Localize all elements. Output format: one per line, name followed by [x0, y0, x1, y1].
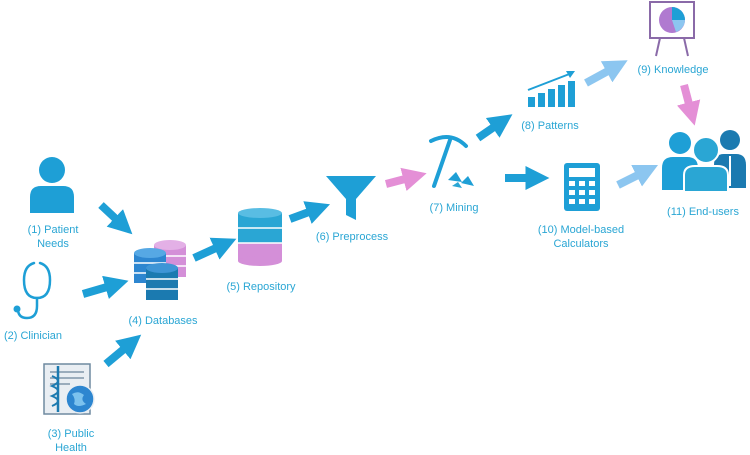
- arrow-patient-to-databases: [98, 202, 133, 235]
- label-patient-needs-line1: (1) Patient: [27, 224, 79, 236]
- patient-icon: [30, 157, 74, 213]
- label-preprocess: (6) Preprocess: [316, 230, 388, 244]
- label-calculators: (10) Model-based Calculators: [538, 223, 624, 251]
- label-calculators-line2: Calculators: [553, 238, 609, 250]
- arrow-clinician-to-databases: [81, 275, 129, 299]
- label-mining: (7) Mining: [430, 201, 479, 215]
- label-clinician: (2) Clinician: [4, 329, 62, 343]
- label-preprocess-text: (6) Preprocess: [315, 231, 389, 243]
- label-repository: (5) Repository: [226, 280, 295, 294]
- public-health-icon: [43, 363, 95, 415]
- stethoscope-icon: [13, 261, 52, 320]
- label-patient-needs-line2: Needs: [37, 238, 69, 250]
- label-patterns-text: (8) Patterns: [521, 120, 579, 132]
- label-public-health-line1: (3) Public: [47, 428, 95, 440]
- arrow-public-health-to-databases: [103, 334, 142, 368]
- patterns-chart-icon: [527, 71, 575, 107]
- label-knowledge: (9) Knowledge: [638, 63, 709, 77]
- label-databases: (4) Databases: [128, 314, 197, 328]
- label-patterns: (8) Patterns: [521, 119, 578, 133]
- label-end-users: (11) End-users: [667, 205, 739, 219]
- funnel-icon: [326, 176, 376, 220]
- label-databases-text: (4) Databases: [128, 315, 198, 327]
- repository-icon: [238, 208, 282, 266]
- label-public-health-line2: Health: [55, 442, 87, 454]
- label-clinician-text: (2) Clinician: [3, 330, 63, 342]
- end-users-icon: [662, 130, 746, 193]
- databases-icon: [134, 240, 186, 300]
- label-public-health: (3) Public Health: [48, 427, 94, 455]
- pickaxe-icon: [429, 135, 474, 188]
- arrow-calculators-to-end-users: [616, 164, 659, 189]
- label-mining-text: (7) Mining: [429, 202, 479, 214]
- label-knowledge-text: (9) Knowledge: [637, 64, 709, 76]
- label-end-users-text: (11) End-users: [667, 206, 739, 218]
- arrow-knowledge-to-end-users: [676, 83, 701, 126]
- arrow-preprocess-to-mining: [384, 167, 427, 192]
- arrow-databases-to-repository: [192, 237, 237, 262]
- arrow-mining-to-patterns: [475, 114, 513, 142]
- knowledge-pie-icon: [649, 1, 695, 57]
- arrow-patterns-to-knowledge: [584, 60, 628, 87]
- label-patient-needs: (1) Patient Needs: [28, 223, 79, 251]
- arrow-repository-to-preprocess: [288, 201, 331, 224]
- calculator-icon: [564, 163, 600, 211]
- label-calculators-line1: (10) Model-based: [537, 224, 625, 236]
- label-repository-text: (5) Repository: [226, 281, 296, 293]
